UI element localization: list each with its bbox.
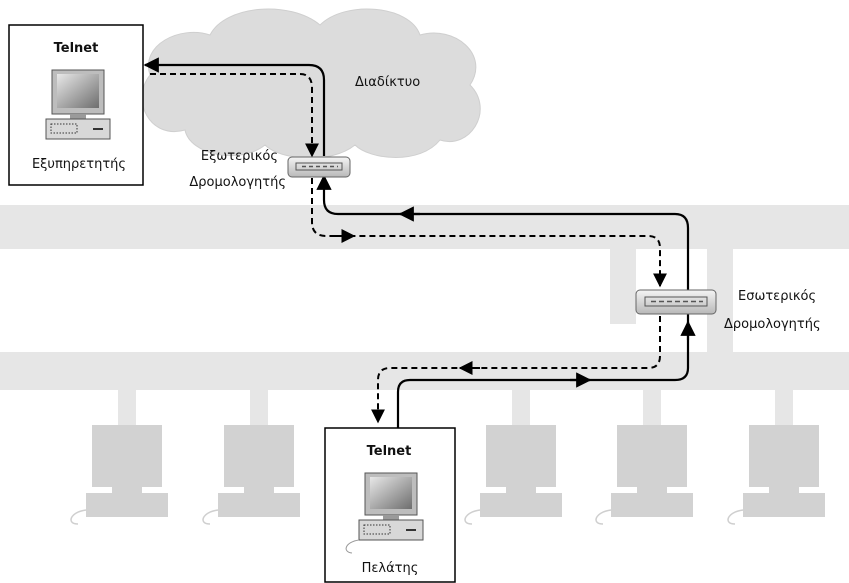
response-path-lower <box>371 316 661 424</box>
workstation-3 <box>464 425 562 525</box>
request-path-upper <box>143 57 326 156</box>
external-router-line1: Εξωτερικός <box>201 149 278 164</box>
telnet-server: Telnet Εξυπηρετητής <box>8 24 144 186</box>
client-title: Telnet <box>367 444 412 459</box>
workstation-5 <box>727 425 825 525</box>
external-router-line2: Δρομολογητής <box>189 175 286 190</box>
external-router: Εξωτερικός Δρομολογητής <box>189 149 351 190</box>
upper-network-segment <box>0 205 849 354</box>
server-computer-icon <box>45 69 111 140</box>
internet-cloud: Διαδίκτυο <box>141 8 481 159</box>
internal-router-line2: Δρομολογητής <box>724 317 821 332</box>
telnet-client: Telnet Πελάτης <box>324 427 456 583</box>
client-computer-icon <box>345 472 424 554</box>
server-label: Εξυπηρετητής <box>32 157 126 172</box>
workstation-4 <box>595 425 693 525</box>
internet-label: Διαδίκτυο <box>355 75 420 90</box>
response-path-mid <box>311 178 667 288</box>
server-title: Telnet <box>54 41 99 56</box>
lower-network-segment <box>0 352 849 425</box>
client-label: Πελάτης <box>362 561 419 576</box>
workstation-2 <box>202 425 300 525</box>
internal-router: Εσωτερικός Δρομολογητής <box>635 289 821 332</box>
response-path <box>150 73 319 158</box>
internal-router-line1: Εσωτερικός <box>738 289 816 304</box>
workstation-1 <box>70 425 168 525</box>
